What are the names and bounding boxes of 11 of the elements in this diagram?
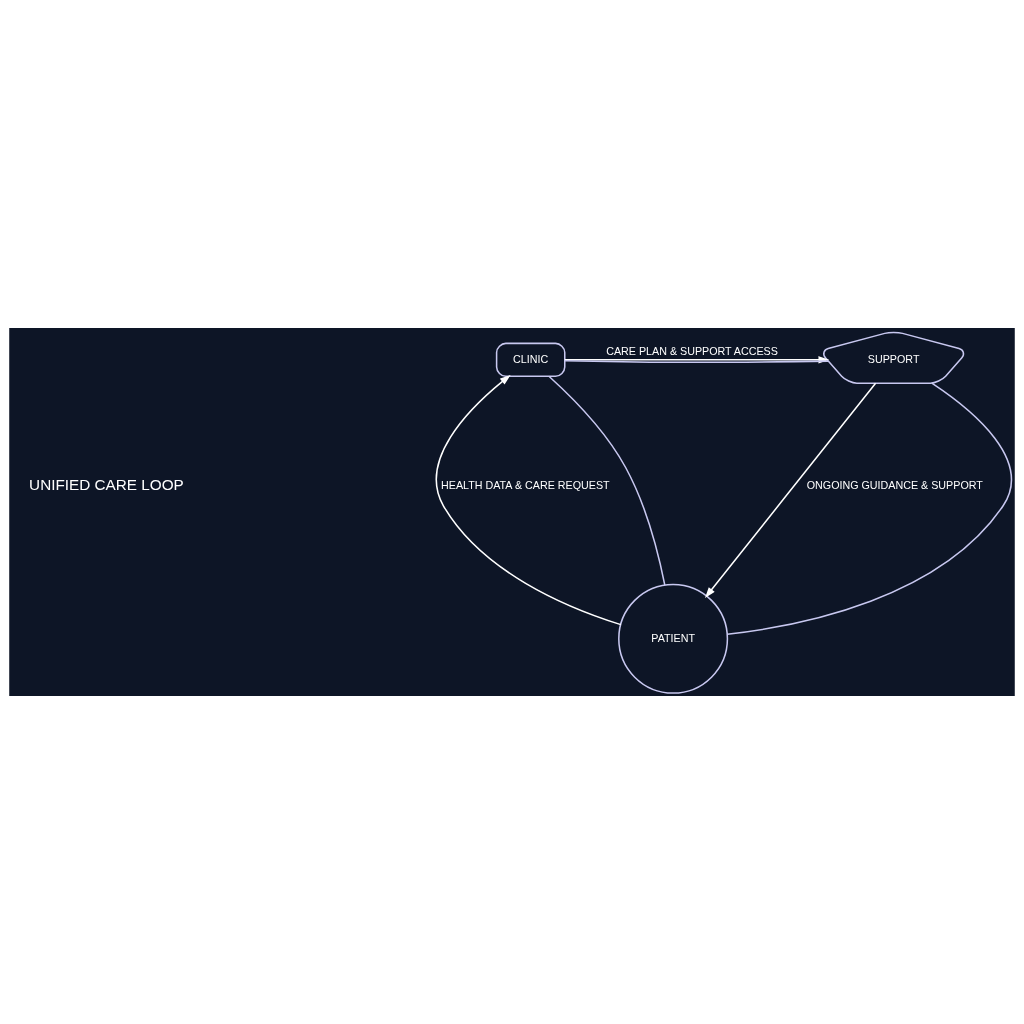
arrow — [435, 374, 622, 626]
edge-label: HEALTH DATA & CARE REQUEST — [441, 479, 610, 492]
connector — [548, 375, 666, 586]
connector — [564, 359, 829, 364]
arrow — [705, 382, 877, 598]
edge-label: ONGOING GUIDANCE & SUPPORT — [806, 479, 983, 492]
node-box: CLINIC — [495, 342, 566, 378]
label: UNIFIED CARE LOOP — [29, 476, 184, 494]
node-circle: PATIENT — [618, 583, 729, 694]
connector — [726, 382, 1013, 635]
edge-label: CARE PLAN & SUPPORT ACCESS — [606, 344, 778, 357]
